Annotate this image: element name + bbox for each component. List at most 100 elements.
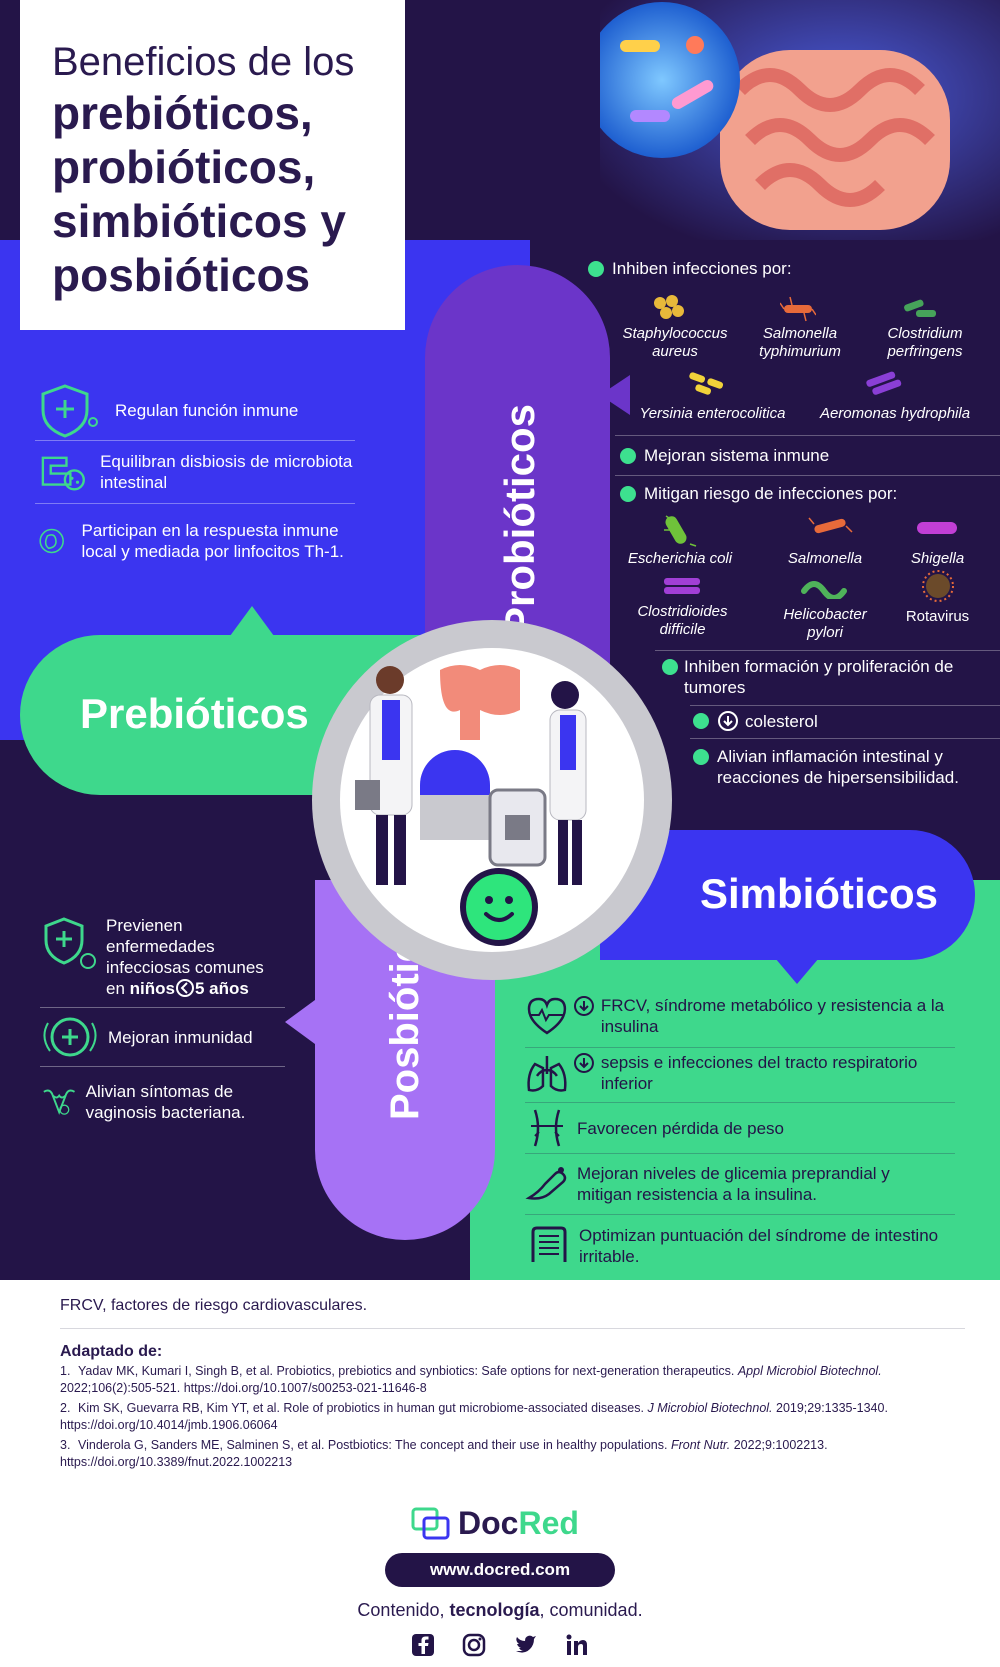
simbio-item-text: Optimizan puntuación del síndrome de int… [579,1226,939,1266]
title-line-4: posbióticos [52,249,311,301]
posbio-bold-anos: 5 años [194,979,249,998]
brand-name-b: Red [518,1505,579,1541]
posbio-item-text: Previenen enfermedades infecciosas comun… [106,915,276,999]
linkedin-icon[interactable] [564,1632,590,1658]
bullet-dot [620,447,636,464]
tagline: Contenido, tecnología, comunidad. [0,1600,1000,1621]
list-item: Regulan función inmune [35,380,355,440]
posbio-item-text: Alivian síntomas de vaginosis bacteriana… [85,1082,246,1122]
list-item: Mejoran inmunidad [40,1008,285,1066]
list-item: Mejoran niveles de glicemia preprandial … [525,1154,955,1214]
salmonella-icon [808,517,853,534]
list-item: Optimizan puntuación del síndrome de int… [525,1215,955,1277]
prebio-list: Regulan función inmune Equilibran disbio… [35,380,355,578]
social-links [410,1632,590,1658]
reference-number: 3. [60,1438,71,1452]
bullet-dot [693,749,709,765]
divider [525,1047,955,1048]
divider [615,435,1000,436]
probio-mitigan-label: Mitigan riesgo de infecciones por: [644,484,898,503]
staph-icon [654,295,684,319]
simbio-item-text: Mejoran niveles de glicemia preprandial … [577,1164,890,1204]
heart-icon [527,997,567,1035]
salmonella-icon [780,296,816,322]
twitter-icon[interactable] [513,1632,539,1658]
footer [0,1280,1000,1667]
probio-tumores-row: Inhiben formación y proliferación de tum… [662,656,962,698]
posbio-pointer [285,1000,315,1044]
bullet-dot [588,260,604,277]
immunity-icon [43,1017,97,1057]
helicobacter-icon [801,581,847,599]
arrow-down-circle-icon [718,711,738,731]
bug-label: Rotavirus [905,608,970,625]
simbio-item-text: Favorecen pérdida de peso [577,1118,784,1138]
divider [525,1153,955,1154]
list-item: FRCV, síndrome metabólico y resistencia … [525,995,955,1047]
divider [690,738,1000,739]
divider [525,1214,955,1215]
list-item: Alivian síntomas de vaginosis bacteriana… [40,1067,285,1137]
bug-label: Salmonella [787,550,863,567]
prebio-item-text: Participan en la respuesta inmune local … [81,521,344,561]
prebio-pointer [230,606,274,636]
doctors-illustration [355,665,587,885]
docred-logo-icon [411,1507,450,1539]
divider [35,503,355,504]
reference-text: Yadav MK, Kumari I, Singh B, et al. Prob… [78,1364,738,1378]
probio-colesterol-text: colesterol [745,711,818,731]
list-item: Equilibran disbiosis de microbiota intes… [35,441,355,503]
lungs-icon [527,1056,567,1092]
probio-pointer [600,375,630,415]
glucose-meter-icon [525,1167,567,1200]
references-title: Adaptado de: [60,1343,163,1360]
reference-item: 3.Vinderola G, Sanders ME, Salminen S, e… [60,1437,940,1471]
lymphocyte-icon [39,528,64,554]
reference-text: 2022;106(2):505-521. https://doi.org/10.… [60,1381,427,1395]
simbio-item-text: FRCV, síndrome metabólico y resistencia … [600,996,945,1036]
brand-name-a: Doc [458,1505,519,1541]
tagline-c: , comunidad. [539,1600,643,1620]
prebio-label: Prebióticos [80,690,309,737]
instagram-icon[interactable] [461,1632,487,1658]
reference-journal: J Microbiol Biotechnol. [647,1401,773,1415]
posbio-label: Posbióticos [380,893,430,1120]
tagline-b: tecnología [449,1600,540,1620]
clostridioides-icon [664,578,700,594]
title-line-3: simbióticos y [52,195,346,247]
website-link[interactable]: www.docred.com [385,1553,615,1587]
simbio-pointer [775,958,819,984]
bug-label: Escherichia coli [627,550,733,567]
posbio-bold-ninos: niños [129,979,175,998]
posbio-item-text: Mejoran inmunidad [108,1027,253,1047]
title-card: Beneficios de los prebióticos, probiótic… [20,0,405,330]
intestine-illustration [600,0,1000,240]
less-than-circle-icon [175,979,194,997]
bug-label: Aeromonas hydrophila [819,405,971,422]
footnote: FRCV, factores de riesgo cardiovasculare… [60,1297,368,1314]
bullet-dot [693,713,709,729]
prebio-item-text: Equilibran disbiosis de microbiota intes… [100,452,353,492]
reference-text: Kim SK, Guevarra RB, Kim YT, et al. Role… [78,1401,648,1415]
reference-number: 1. [60,1364,71,1378]
probio-tumores-text: Inhiben formación y proliferación de tum… [684,657,954,697]
bug-label: Clostridium perfringens [887,325,963,360]
facebook-icon[interactable] [410,1632,436,1658]
probio-mitigan-row: Mitigan riesgo de infecciones por: [620,483,897,504]
probio-inhiben-row: Inhiben infecciones por: [588,258,792,279]
probio-inflamacion-text: Alivian inflamación intestinal y reaccio… [717,747,959,787]
reference-text: 2022;9:1002213. https://doi.org/10.3389/… [60,1438,828,1469]
arrow-down-circle-icon [573,996,594,1016]
probio-inmune-text: Mejoran sistema inmune [644,446,830,465]
reference-journal: Appl Microbiol Biotechnol. [737,1364,882,1378]
rotavirus-icon [922,570,954,602]
shigella-icon [917,522,957,534]
probio-inflamacion-row: Alivian inflamación intestinal y reaccio… [693,746,973,788]
divider [60,1328,965,1329]
title-line-2: probióticos, [52,141,316,193]
posbio-list: Previenen enfermedades infecciosas comun… [40,915,285,1137]
reference-journal: Front Nutr. [670,1438,731,1452]
title-line-1: prebióticos, [52,87,313,139]
clostridium-icon [904,299,936,317]
